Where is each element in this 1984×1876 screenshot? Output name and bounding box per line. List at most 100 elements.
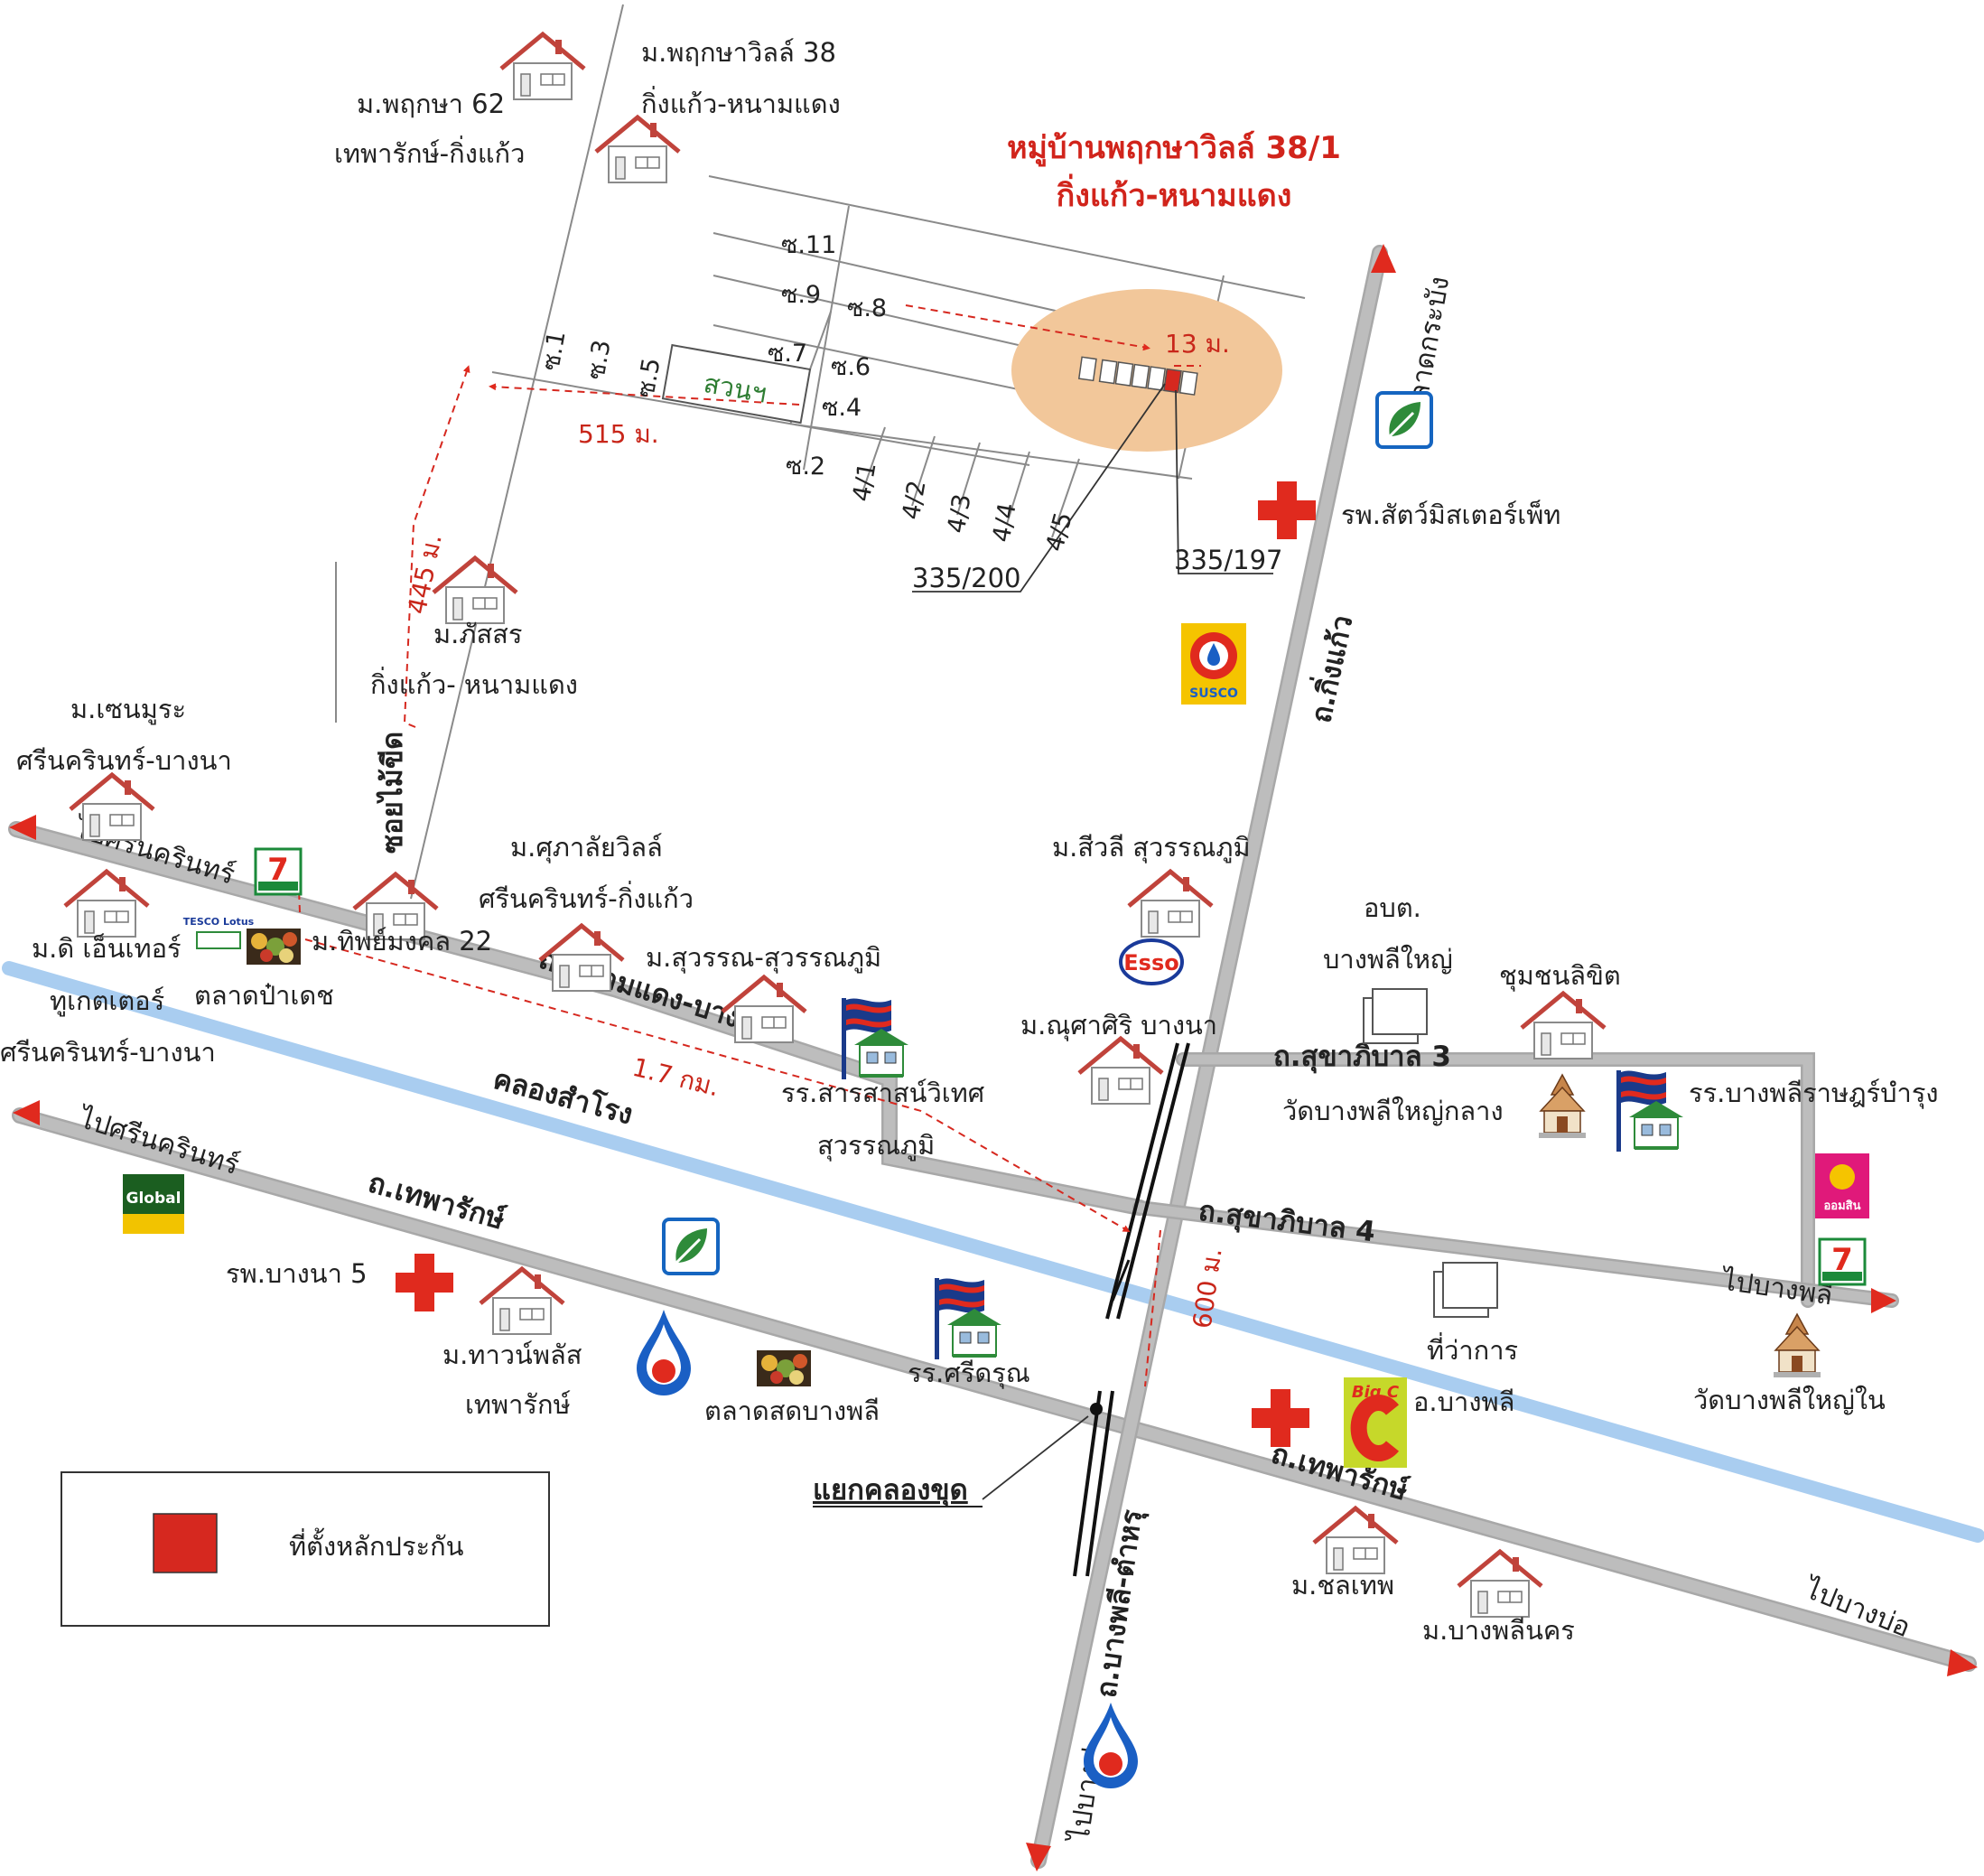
soi-7: ซ.7 — [768, 340, 807, 368]
road-soi-mumkhut: ซอยไม้ขีด — [376, 732, 409, 854]
title-line1: หมู่บ้านพฤกษาวิลล์ 38/1 — [1007, 130, 1341, 167]
legend: ที่ตั้งหลักประกัน — [61, 1471, 550, 1627]
place-thipmongkol: ม.ทิพย์มงคล 22 — [312, 926, 492, 957]
junction-leader — [982, 1415, 1089, 1500]
place-supalai-a: ม.ศุภาลัยวิลล์ — [510, 832, 663, 863]
place-wat-nai: วัดบางพลีใหญ่ใน — [1693, 1385, 1886, 1415]
district-office-icon — [1433, 1262, 1498, 1318]
soi-6: ซ.6 — [831, 353, 871, 381]
place-district-a: ที่ว่าการ — [1427, 1332, 1518, 1366]
dir-bangphli: ไปบางพลี — [1719, 1264, 1835, 1311]
svg-text:ออมสิน: ออมสิน — [1823, 1199, 1860, 1213]
place-pruksa62-a: ม.พฤกษา 62 — [357, 89, 505, 119]
place-dicenter-b: ทูเกตเตอร์ — [50, 985, 164, 1017]
distance-515m: 515 ม. — [578, 419, 659, 449]
place-townplus-b: เทพารักษ์ — [465, 1389, 571, 1420]
place-fresh-market: ตลาดสดบางพลี — [704, 1395, 880, 1426]
bangchak-icon-north — [1375, 391, 1433, 449]
soi-1: ซ.1 — [536, 329, 571, 373]
road-arrows — [9, 244, 1978, 1871]
hospital-vet-icon — [1258, 481, 1316, 539]
place-siwali: ม.สีวลี สุวรรณภูมิ — [1052, 832, 1251, 863]
place-passorn-b: กิ่งแก้ว- หนามแดง — [370, 667, 578, 700]
place-suwan: ม.สุวรรณ-สุวรรณภูมิ — [646, 942, 881, 974]
place-obt-a: อบต. — [1364, 892, 1421, 923]
soi-2: ซ.2 — [786, 453, 825, 481]
svg-text:TESCO Lotus: TESCO Lotus — [183, 916, 255, 928]
tesco-lotus-logo: TESCO Lotus — [183, 910, 255, 954]
place-wat-klang: วัดบางพลีใหญ่กลาง — [1282, 1096, 1504, 1126]
soi-lines — [335, 4, 1306, 900]
place-junction: แยกคลองขุด — [813, 1474, 968, 1507]
susco-logo: SUSCO — [1181, 623, 1246, 705]
place-bangphlinakorn: ม.บางพลีนคร — [1422, 1615, 1575, 1646]
temple-nai-icon — [1773, 1313, 1821, 1378]
place-padet-market: ตลาดป๋าเดช — [194, 980, 334, 1011]
place-school-sarasas-a: รร.สารสาสน์วิเทศ — [781, 1078, 985, 1108]
place-school-bangphli: รร.บางพลีราษฎร์บำรุง — [1689, 1078, 1939, 1109]
legend-marker — [153, 1513, 218, 1573]
soi-3: ซ.3 — [582, 338, 616, 382]
place-dicenter-c: ศรีนครินทร์-บางนา — [0, 1037, 216, 1068]
road-sukhaphiban-3: ถ.สุขาภิบาล 3 — [1273, 1041, 1451, 1074]
place-vet: รพ.สัตว์มิสเตอร์เพ็ท — [1341, 499, 1560, 530]
place-school-sridarun: รร.ศรีดรุณ — [908, 1358, 1030, 1389]
bangchak-icon-south — [662, 1218, 720, 1275]
place-cholthep: ม.ชลเทพ — [1291, 1570, 1394, 1601]
place-pruksa62-b: เทพารักษ์-กิ่งแก้ว — [334, 135, 525, 169]
market-padet-icon — [247, 929, 301, 965]
distance-lines — [297, 304, 1201, 1387]
soi-8: ซ.8 — [847, 294, 887, 322]
plot-leaders — [912, 383, 1273, 593]
soi-4-2: 4/2 — [898, 479, 932, 522]
plot-335-197: 335/197 — [1174, 545, 1282, 575]
soi-5: ซ.5 — [631, 356, 666, 400]
place-school-sarasas-b: สุวรรณภูมิ — [817, 1130, 935, 1162]
distance-445m: 445 ม. — [402, 531, 448, 617]
svg-text:SUSCO: SUSCO — [1189, 686, 1238, 701]
esso-logo: Esso — [1119, 938, 1184, 985]
legend-label: ที่ตั้งหลักประกัน — [289, 1527, 464, 1562]
market-fresh-icon — [757, 1350, 811, 1386]
gsb-logo: ออมสิน — [1815, 1153, 1869, 1218]
svg-text:Global: Global — [126, 1190, 182, 1208]
place-chumchon: ชุมชนลิขิต — [1499, 960, 1621, 992]
place-obt-b: บางพลีใหญ่ — [1323, 944, 1453, 975]
soi-9: ซ.9 — [781, 281, 821, 309]
distance-1-7km: 1.7 กม. — [629, 1052, 722, 1103]
place-nusasiri: ม.ณุศาศิริ บางนา — [1020, 1010, 1217, 1041]
soi-11: ซ.11 — [781, 231, 836, 259]
hospital-bangphli-icon — [1252, 1389, 1309, 1447]
school-bangphli-icon — [1616, 1069, 1684, 1153]
road-kingkaew: ถ.กิ่งแก้ว — [1300, 611, 1359, 725]
hospital-bangna5-icon — [396, 1254, 453, 1311]
place-district-b: อ.บางพลี — [1413, 1386, 1514, 1417]
ptt-icon-south — [1084, 1703, 1138, 1788]
soi-4-4: 4/4 — [988, 501, 1022, 545]
place-passorn-a: ม.ภัสสร — [433, 619, 522, 649]
soi-4-1: 4/1 — [848, 461, 882, 504]
seven-eleven-icon-west — [254, 847, 303, 896]
global-logo: Global — [123, 1174, 184, 1234]
place-pruksaville38-b: กิ่งแก้ว-หนามแดง — [641, 86, 841, 119]
svg-text:Big C: Big C — [1352, 1383, 1400, 1402]
distance-13m: 13 ม. — [1165, 329, 1230, 359]
plot-row — [1077, 356, 1198, 396]
place-townplus-a: ม.ทาวน์พลัส — [442, 1339, 582, 1370]
temple-klang-icon — [1538, 1074, 1587, 1139]
soi-4-3: 4/3 — [943, 492, 977, 536]
place-dicenter-a: ม.ดิ เอ็นเทอร์ — [32, 932, 182, 964]
plot-335-200: 335/200 — [912, 563, 1020, 593]
place-senmura-a: ม.เซนมูระ — [70, 694, 186, 725]
road-sukhaphiban-4: ถ.สุขาภิบาล 4 — [1197, 1195, 1377, 1250]
ptt-icon-theparak — [637, 1310, 691, 1395]
place-pruksaville38-a: ม.พฤกษาวิลล์ 38 — [641, 37, 836, 68]
obt-building-icon — [1363, 988, 1428, 1044]
school-sridarun-icon — [934, 1277, 1002, 1360]
place-senmura-b: ศรีนครินทร์-บางนา — [16, 745, 232, 776]
svg-text:Esso: Esso — [1123, 950, 1178, 975]
place-supalai-b: ศรีนครินทร์-กิ่งแก้ว — [479, 881, 694, 914]
seven-eleven-icon-east — [1818, 1237, 1867, 1286]
soi-4: ซ.4 — [822, 394, 862, 422]
